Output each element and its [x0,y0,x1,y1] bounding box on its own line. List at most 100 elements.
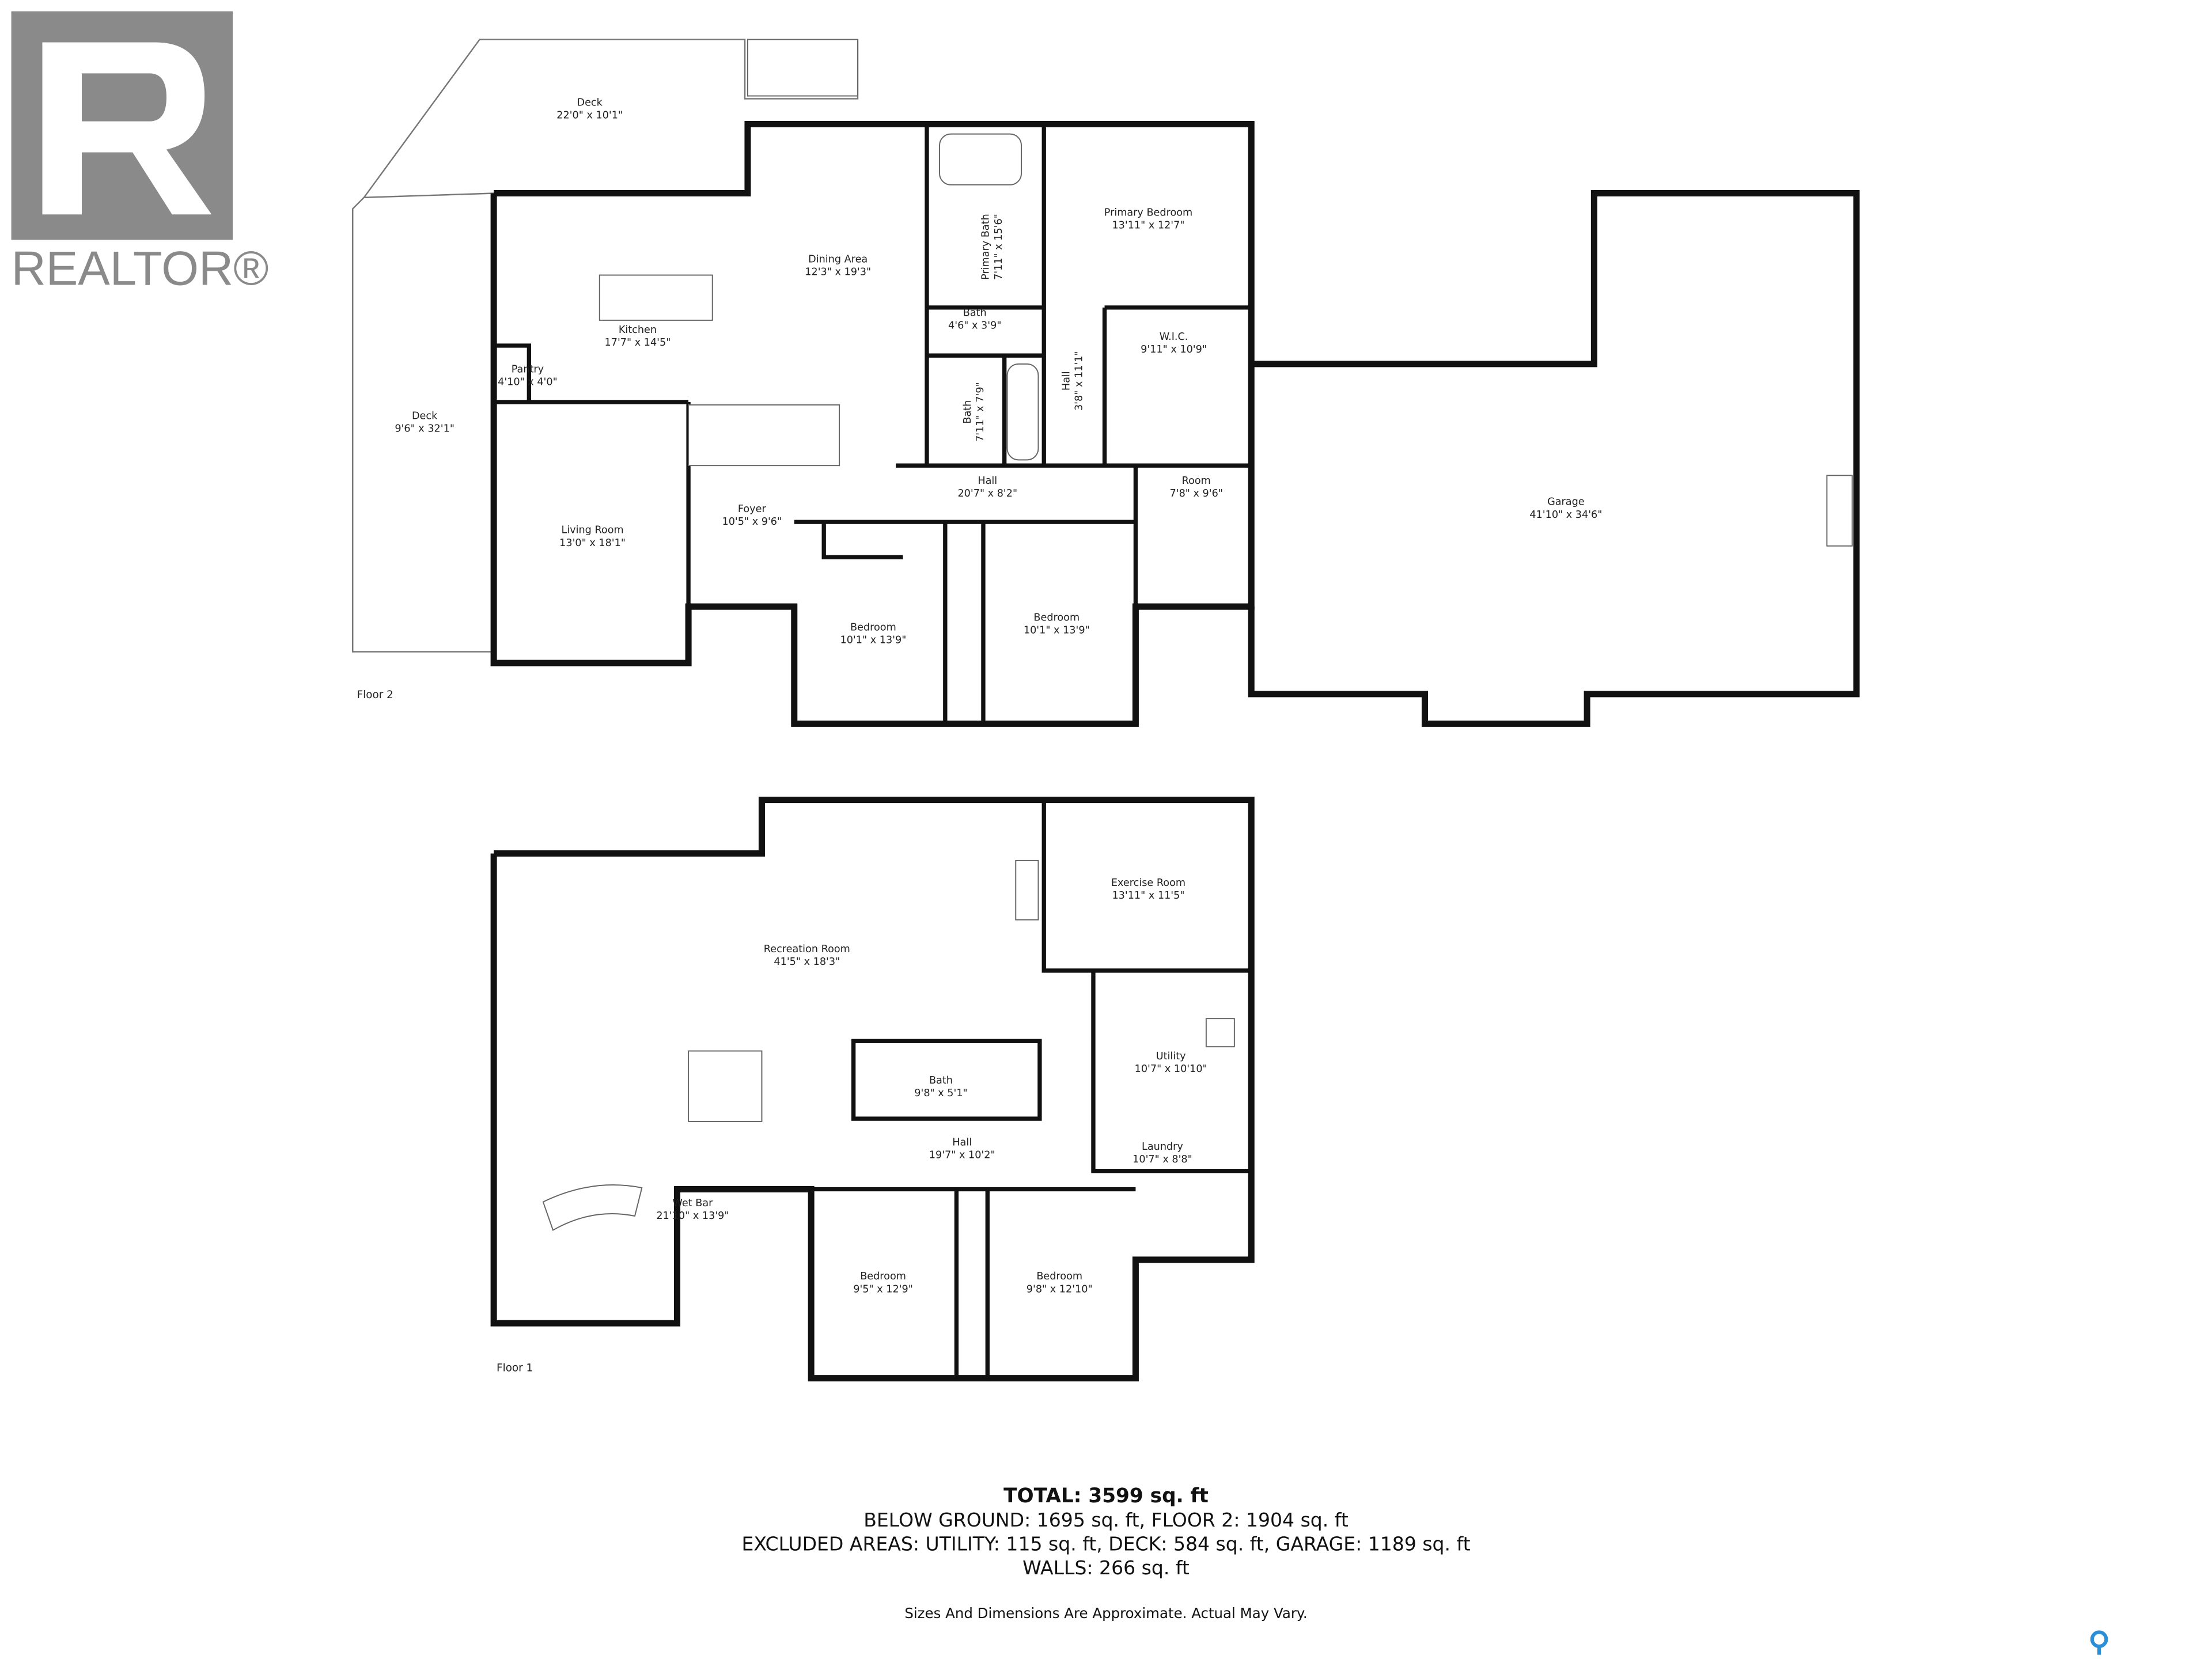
room-dimensions: 10'1" x 13'9" [840,635,907,646]
room-dimensions: 7'11" x 15'6" [993,214,1005,280]
room-dimensions: 20'7" x 8'2" [957,488,1017,499]
room-dimensions: 19'7" x 10'2" [929,1150,995,1161]
garage-fixture [1826,475,1853,547]
room-dimensions: 7'8" x 9'6" [1170,488,1223,499]
room-dimensions: 22'0" x 10'1" [556,110,623,122]
room-name: Primary Bath [980,214,992,280]
floor-1-walls [490,797,1255,1382]
room-name: Exercise Room [1111,877,1185,889]
room-name: Pantry [512,364,544,376]
room-dimensions: 9'11" x 10'9" [1141,344,1207,355]
room-name: Hall [952,1137,972,1149]
room-name: Utility [1156,1051,1186,1062]
room-dimensions: 7'11" x 7'9" [975,382,986,442]
room-dimensions: 9'8" x 12'10" [1027,1283,1093,1295]
room-name: Bedroom [1036,1271,1082,1282]
floor-areas: BELOW GROUND: 1695 sq. ft, FLOOR 2: 1904… [863,1509,1349,1531]
room-label: Bath 9'8" x 5'1" [914,1075,967,1099]
room-dimensions: 41'10" x 34'6" [1529,509,1602,521]
room-dimensions: 9'8" x 5'1" [914,1088,967,1099]
fireplace [1015,859,1039,921]
room-name: Kitchen [619,324,657,336]
floor-2-walls [490,121,1860,727]
floor-2-exterior-wall [490,121,1255,727]
realtor-logo: REALTOR® [11,11,269,296]
room-name: Deck [577,97,603,109]
excluded-areas: EXCLUDED AREAS: UTILITY: 115 sq. ft, DEC… [741,1532,1470,1555]
floor-2-interior-walls [494,124,1252,724]
room-dimensions: 10'1" x 13'9" [1024,625,1090,637]
room-dimensions: 41'5" x 18'3" [774,956,840,968]
floor-2-decks [352,39,859,653]
floor-2-stairs [688,404,840,467]
room-dimensions: 10'7" x 10'10" [1135,1063,1207,1075]
disclaimer: Sizes And Dimensions Are Approximate. Ac… [904,1605,1307,1622]
garage-exterior-wall [1248,190,1860,727]
room-dimensions: 13'11" x 11'5" [1112,890,1184,902]
room-dimensions: 12'3" x 19'3" [805,267,871,278]
room-name: Laundry [1142,1141,1183,1153]
map-pin-icon[interactable] [2090,1630,2108,1655]
utility-fixture [1205,1018,1235,1048]
deck-stairs [747,39,858,97]
room-name: Garage [1547,497,1585,508]
room-dimensions: 21'10" x 13'9" [656,1210,729,1222]
bathtub [1006,363,1039,461]
room-name: Deck [412,410,438,422]
room-dimensions: 13'11" x 12'7" [1112,220,1184,232]
deck-outline-left [352,196,494,653]
room-name: Recreation Room [764,944,850,955]
room-name: Foyer [738,503,767,515]
room-name: Living Room [561,525,623,536]
area-summary: TOTAL: 3599 sq. ft BELOW GROUND: 1695 sq… [741,1484,1470,1622]
room-name: Bath [929,1075,953,1086]
floor-1-interior-walls [811,800,1252,1378]
room-dimensions: 4'6" x 3'9" [948,320,1001,332]
room-label: W.I.C.9'11" x 10'9" [1141,331,1207,355]
room-dimensions: 13'0" x 18'1" [559,537,626,549]
room-dimensions: 10'5" x 9'6" [722,516,782,528]
room-name: Hall [978,475,997,487]
room-dimensions: 9'6" x 32'1" [395,423,454,434]
floor-2-label: Floor 2 [357,689,393,701]
kitchen-island [599,274,713,321]
room-name: Bedroom [1033,612,1080,624]
room-name: Hall [1060,371,1072,391]
realtor-r-glyph [42,42,212,215]
floor-1-label: Floor 1 [497,1362,533,1374]
wet-bar-counter [542,1184,643,1231]
walls-area: WALLS: 266 sq. ft [1022,1556,1190,1579]
realtor-logo-text: REALTOR® [12,242,269,296]
room-name: Bath [963,308,987,319]
room-dimensions: 10'7" x 8'8" [1132,1154,1192,1165]
total-area: TOTAL: 3599 sq. ft [1003,1484,1209,1508]
room-name: Dining Area [808,254,868,266]
room-dimensions: 4'10" x 4'0" [498,377,558,388]
floor-1-exterior-wall [490,797,1255,1382]
room-dimensions: 17'7" x 14'5" [605,337,671,349]
